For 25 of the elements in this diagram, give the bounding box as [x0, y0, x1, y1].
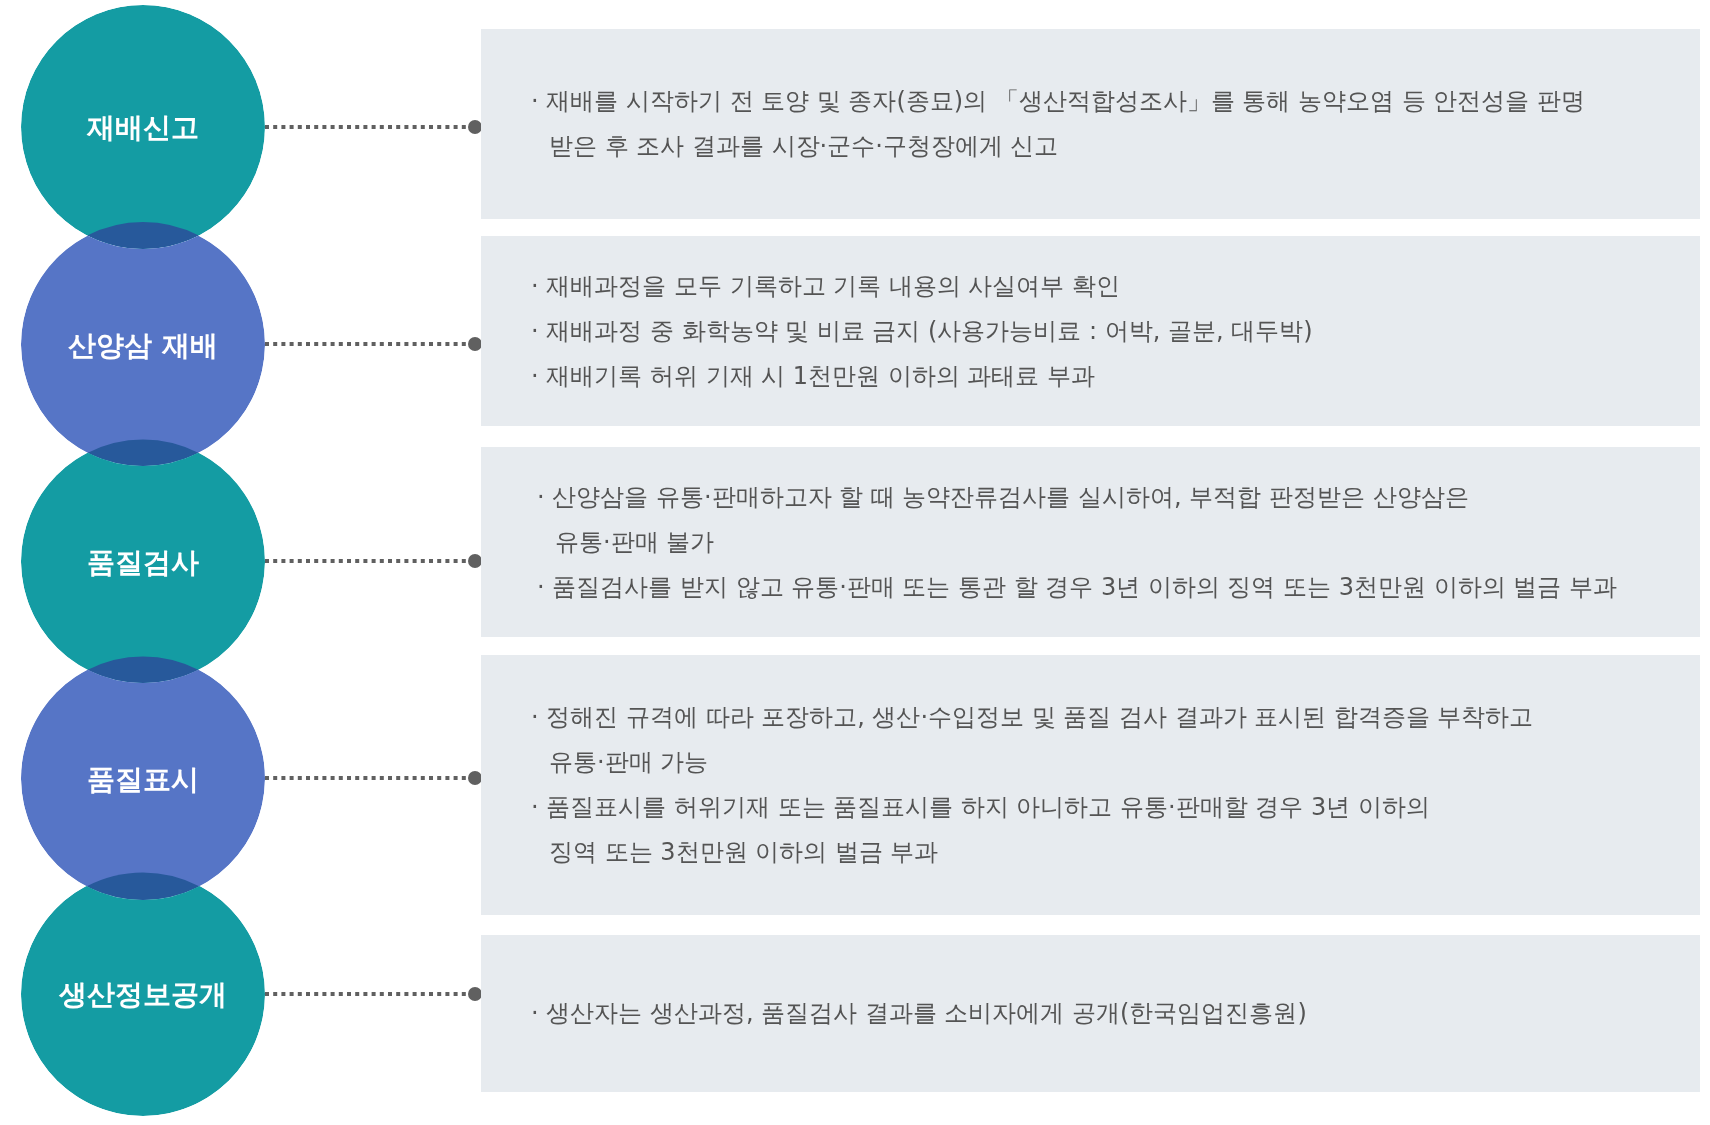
bullet-text: · 산양삼을 유통·판매하고자 할 때 농약잔류검사를 실시하여, 부적합 판정받은 산양삼은 유통·판매 불가 — [537, 481, 1470, 558]
bullet-text: · 재배기록 허위 기재 시 1천만원 이하의 과태료 부과 — [531, 360, 1095, 392]
bullet-text: · 품질표시를 허위기재 또는 품질표시를 하지 아니하고 유통·판매할 경우 3년 이하의 징역 또는 3천만원 이하의 벌금 부과 — [531, 792, 1431, 868]
dotted-connector — [265, 771, 482, 785]
bullet-text: · 재배를 시작하기 전 토양 및 종자(종묘)의 「생산적합성조사」를 통해 농약오염 등 안전성을 판명 받은 후 조사 결과를 시장·군수·구청장에게 신고 — [531, 86, 1586, 162]
bullet-text: · 재배과정 중 화학농약 및 비료 금지 (사용가능비료 : 어박, 골분, 대두박) — [531, 315, 1313, 347]
step-label: 재배신고 — [87, 111, 199, 144]
step-label: 산양삼 재배 — [68, 328, 218, 361]
info-box — [481, 655, 1700, 915]
bullet-text: · 정해진 규격에 따라 포장하고, 생산·수입정보 및 품질 검사 결과가 표시된 합격증을 부착하고 유통·판매 가능 — [531, 702, 1535, 778]
bullet-text: · 생산자는 생산과정, 품질검사 결과를 소비자에게 공개(한국임업진흥원) — [531, 998, 1307, 1029]
dotted-connector — [265, 120, 482, 134]
info-box — [481, 29, 1700, 219]
step-circle — [21, 5, 265, 249]
dotted-connector — [265, 337, 482, 351]
dotted-connector — [265, 554, 482, 568]
info-box — [481, 447, 1700, 637]
dotted-connector — [265, 987, 482, 1001]
step-label: 품질검사 — [87, 545, 199, 578]
info-box — [481, 236, 1700, 426]
step-label: 생산정보공개 — [59, 978, 227, 1011]
step-label: 품질표시 — [87, 762, 199, 795]
bullet-text: · 재배과정을 모두 기록하고 기록 내용의 사실여부 확인 — [531, 270, 1121, 302]
info-box — [481, 935, 1700, 1092]
bullet-text: · 품질검사를 받지 않고 유통·판매 또는 통관 할 경우 3년 이하의 징역 또는 3천만원 이하의 벌금 부과 — [537, 571, 1617, 603]
